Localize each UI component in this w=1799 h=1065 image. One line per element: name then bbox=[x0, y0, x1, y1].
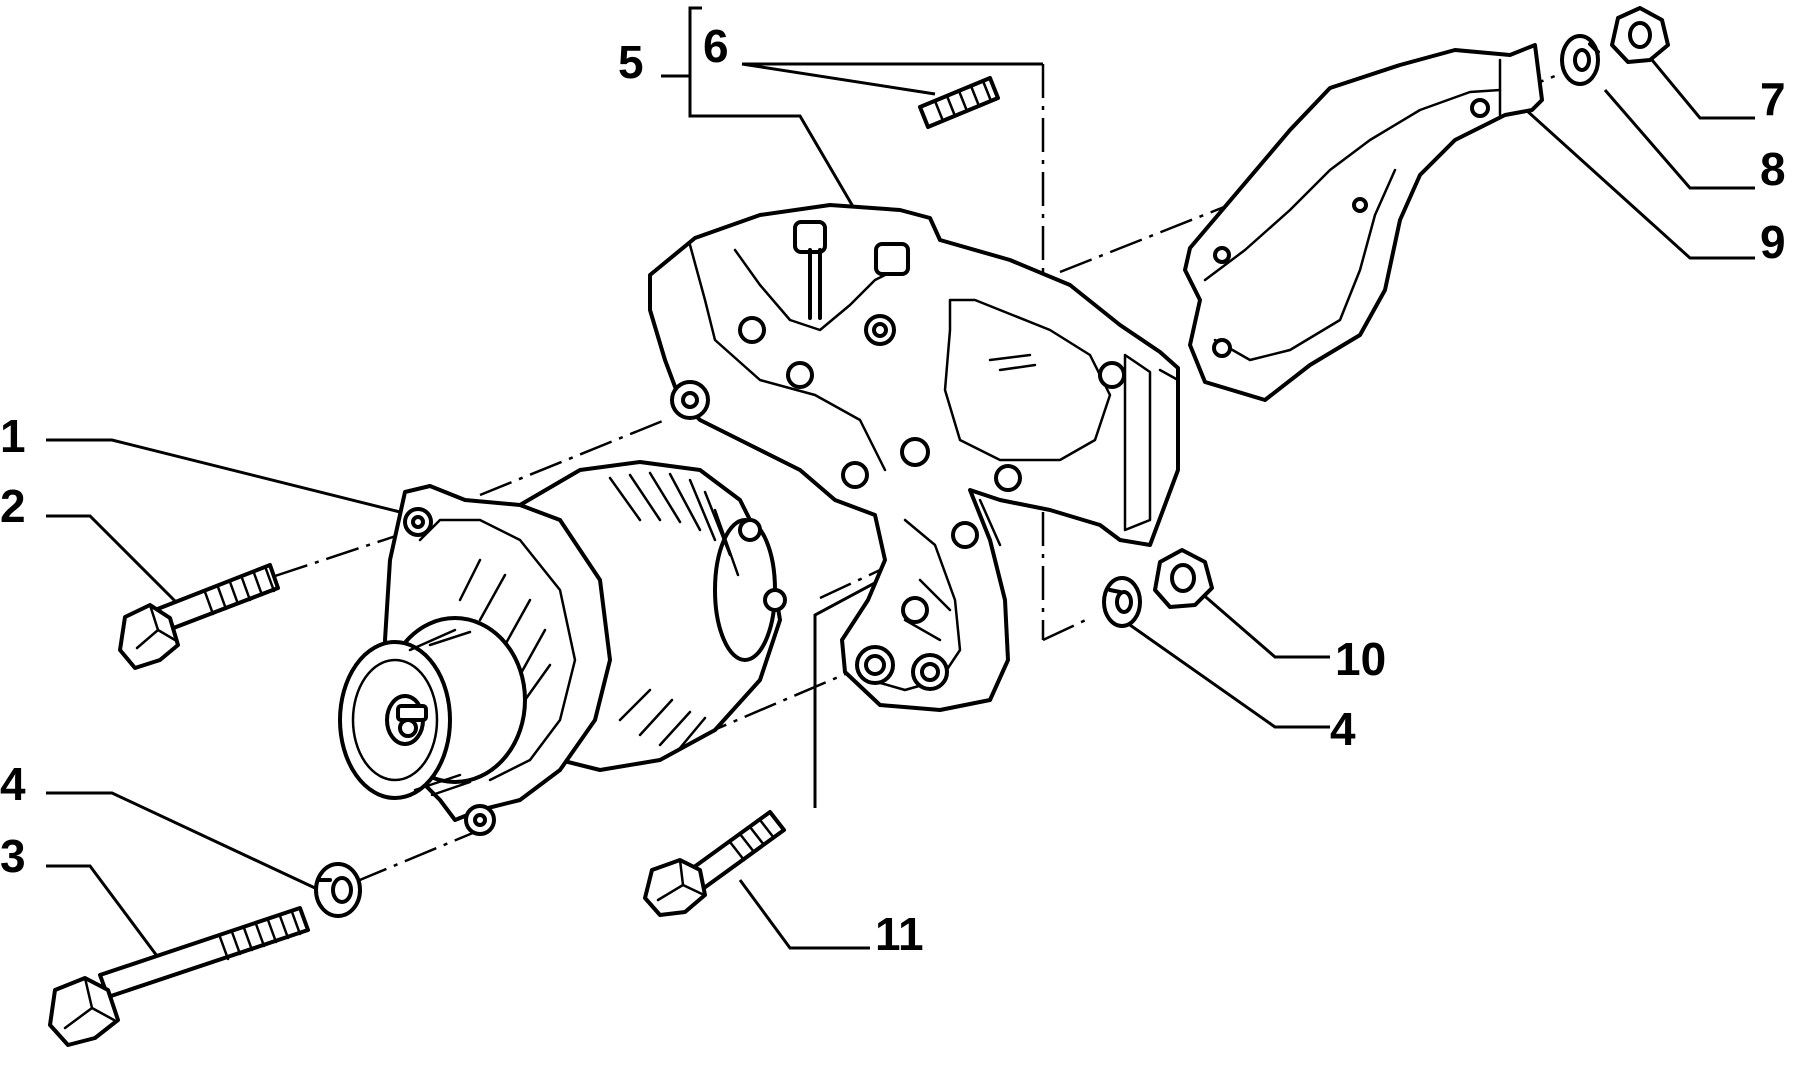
nut-top bbox=[1610, 6, 1670, 64]
callout-10: 10 bbox=[1335, 633, 1386, 685]
callout-7: 7 bbox=[1760, 73, 1786, 125]
callout-labels: 1 2 3 4 4 5 6 7 8 9 10 11 bbox=[0, 20, 1786, 960]
support-arm-bracket bbox=[1183, 43, 1544, 402]
callout-4-right: 4 bbox=[1330, 703, 1356, 755]
callout-4-left: 4 bbox=[0, 758, 26, 810]
threaded-stud bbox=[918, 76, 1000, 129]
spring-washer-left bbox=[314, 862, 362, 918]
spring-washer-right bbox=[1102, 576, 1142, 628]
callout-1: 1 bbox=[0, 410, 26, 462]
callout-9: 9 bbox=[1760, 216, 1786, 268]
nut-right bbox=[1153, 548, 1214, 609]
bolt-short bbox=[118, 563, 280, 670]
spring-washer-top bbox=[1560, 34, 1600, 86]
alternator bbox=[338, 460, 787, 836]
callout-2: 2 bbox=[0, 480, 26, 532]
callout-8: 8 bbox=[1760, 143, 1786, 195]
callout-6: 6 bbox=[703, 20, 729, 72]
bolt-bracket bbox=[643, 810, 786, 917]
callout-11: 11 bbox=[875, 908, 924, 960]
alternator-support-bracket bbox=[648, 203, 1180, 712]
callout-3: 3 bbox=[0, 830, 26, 882]
bolt-long bbox=[48, 906, 310, 1047]
callout-5: 5 bbox=[618, 36, 644, 88]
